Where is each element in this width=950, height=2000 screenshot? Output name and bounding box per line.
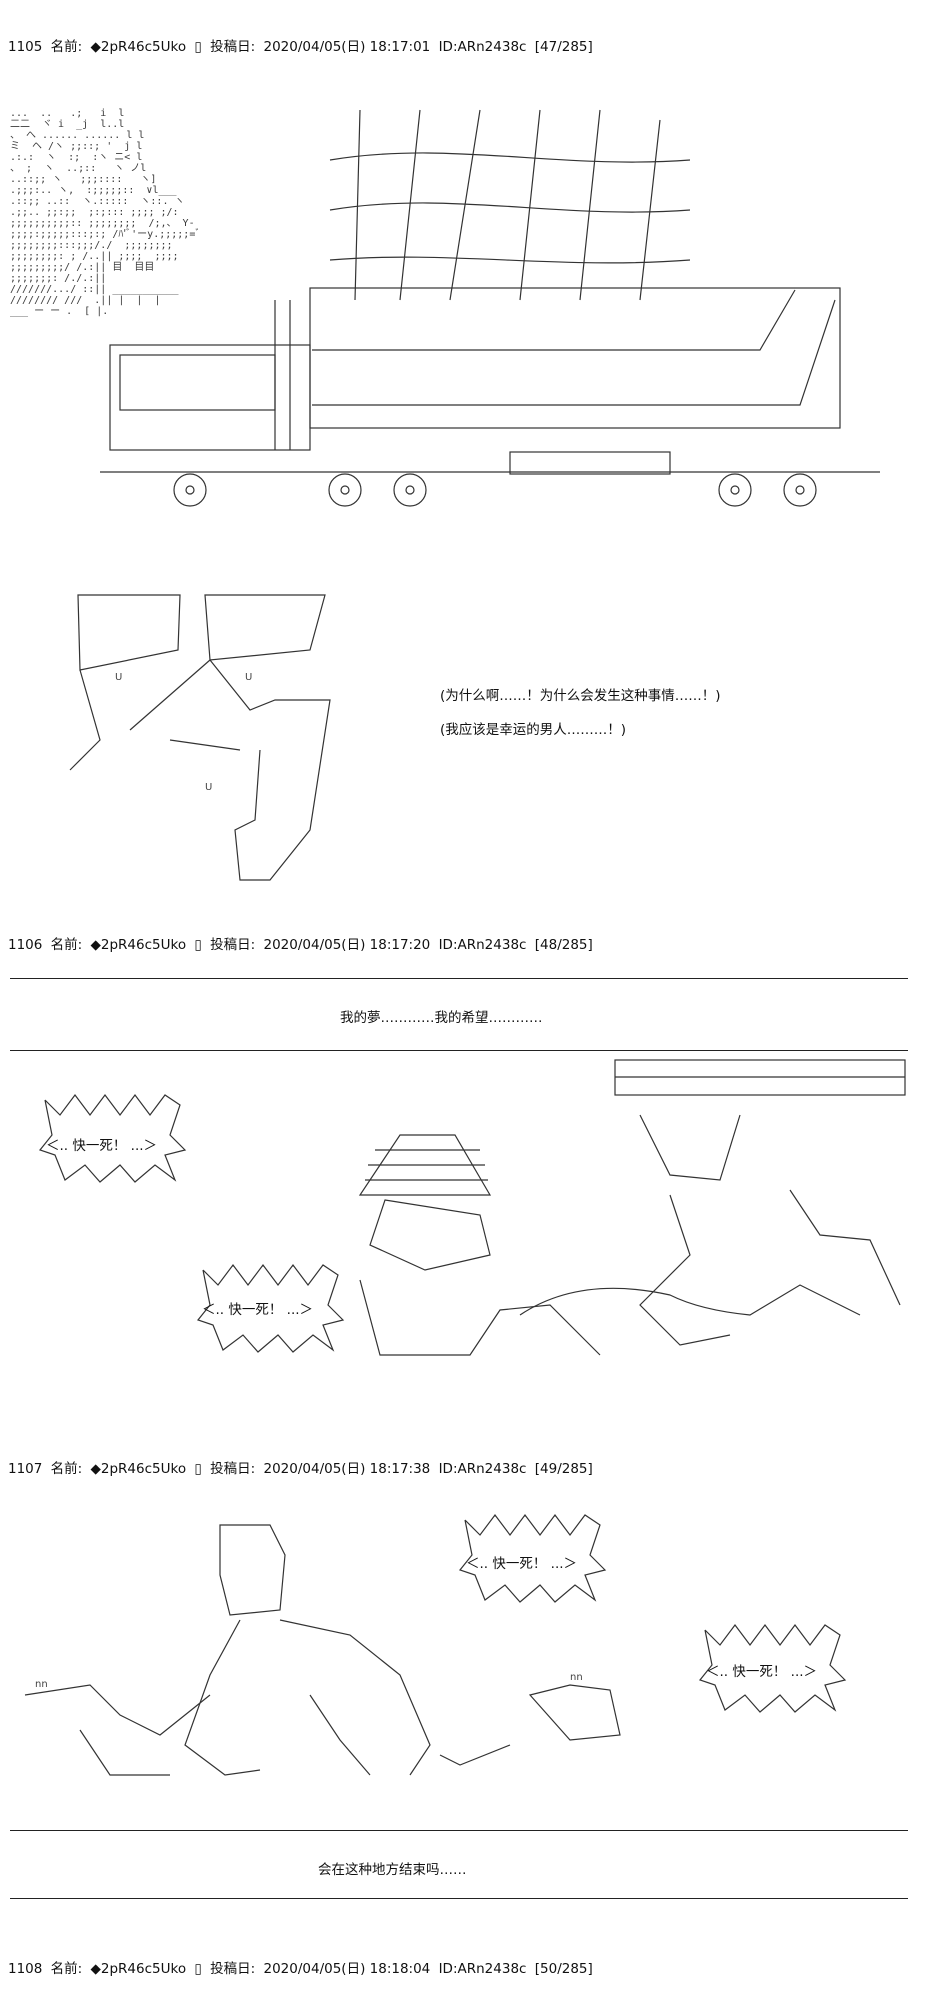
post-counter: [49/285] <box>534 1461 593 1477</box>
burst-text-1: ＜.. 快一死！ ...＞ <box>46 1138 158 1154</box>
character-group-scene3 <box>358 1059 906 1356</box>
divider <box>10 1830 908 1831</box>
character-silhouette: U U U <box>69 594 331 881</box>
post-number: 1105 <box>8 39 43 55</box>
post-id[interactable]: ID:ARn2438c <box>438 1961 527 1977</box>
post-number: 1107 <box>8 1461 43 1477</box>
post-number: 1106 <box>8 937 43 953</box>
svg-text:nn: nn <box>35 1679 48 1690</box>
post-header-1107: 1107 名前: ◆2pR46c5Uko ▯ 投稿日: 2020/04/05(日… <box>8 1460 597 1478</box>
character-group-scene4: nn nn <box>24 1524 621 1776</box>
trip-code[interactable]: ◆2pR46c5Uko <box>90 1461 187 1477</box>
post-counter: [47/285] <box>534 39 593 55</box>
post-header-1106: 1106 名前: ◆2pR46c5Uko ▯ 投稿日: 2020/04/05(日… <box>8 936 597 954</box>
burst-text-2: ＜.. 快一死！ ...＞ <box>202 1302 314 1318</box>
burst-text-4: ＜.. 快一死！ ...＞ <box>706 1664 818 1680</box>
thought-line-1: (为什么啊……！为什么会发生这种事情……！) <box>440 688 721 704</box>
post-date-label: 投稿日: <box>210 1461 256 1477</box>
mark-glyph: ▯ <box>194 937 202 953</box>
mark-glyph: ▯ <box>194 1961 202 1977</box>
ending-line: 会在这种地方结束吗…… <box>318 1862 467 1878</box>
post-header-1108: 1108 名前: ◆2pR46c5Uko ▯ 投稿日: 2020/04/05(日… <box>8 1960 597 1978</box>
thought-line-2: (我应该是幸运的男人………！) <box>440 722 627 738</box>
name-label: 名前: <box>50 39 83 55</box>
post-date-label: 投稿日: <box>210 937 256 953</box>
post-header-1105: 1105 名前: ◆2pR46c5Uko ▯ 投稿日: 2020/04/05(日… <box>8 38 597 56</box>
trip-code[interactable]: ◆2pR46c5Uko <box>90 937 187 953</box>
svg-text:U: U <box>205 782 212 793</box>
post-counter: [48/285] <box>534 937 593 953</box>
mark-glyph: ▯ <box>194 39 202 55</box>
post-datetime: 2020/04/05(日) 18:17:01 <box>263 39 431 55</box>
divider <box>10 1050 908 1051</box>
post-id[interactable]: ID:ARn2438c <box>438 937 527 953</box>
post-datetime: 2020/04/05(日) 18:17:38 <box>263 1461 431 1477</box>
trip-code[interactable]: ◆2pR46c5Uko <box>90 39 187 55</box>
trip-code[interactable]: ◆2pR46c5Uko <box>90 1961 187 1977</box>
name-label: 名前: <box>50 1961 83 1977</box>
post-datetime: 2020/04/05(日) 18:17:20 <box>263 937 431 953</box>
divider <box>10 1898 908 1899</box>
burst-bubble-2 <box>196 1264 345 1353</box>
post-id[interactable]: ID:ARn2438c <box>438 39 527 55</box>
svg-text:U: U <box>115 672 122 683</box>
mark-glyph: ▯ <box>194 1461 202 1477</box>
truck-drawing <box>100 109 880 507</box>
post-datetime: 2020/04/05(日) 18:18:04 <box>263 1961 431 1977</box>
burst-bubble-1 <box>38 1094 187 1183</box>
burst-bubble-4 <box>698 1624 847 1713</box>
crowd-art-left: ... .. .; i l 二二 ヾ i _j l..l 、 へ ...... … <box>10 108 201 317</box>
svg-text:U: U <box>245 672 252 683</box>
burst-bubble-3 <box>458 1514 607 1603</box>
svg-text:nn: nn <box>570 1672 583 1683</box>
post-id[interactable]: ID:ARn2438c <box>438 1461 527 1477</box>
post-date-label: 投稿日: <box>210 1961 256 1977</box>
divider <box>10 978 908 979</box>
dream-line: 我的夢…………我的希望………… <box>340 1010 543 1026</box>
post-number: 1108 <box>8 1961 43 1977</box>
post-date-label: 投稿日: <box>210 39 256 55</box>
name-label: 名前: <box>50 1461 83 1477</box>
post-counter: [50/285] <box>534 1961 593 1977</box>
burst-text-3: ＜.. 快一死！ ...＞ <box>466 1556 578 1572</box>
name-label: 名前: <box>50 937 83 953</box>
